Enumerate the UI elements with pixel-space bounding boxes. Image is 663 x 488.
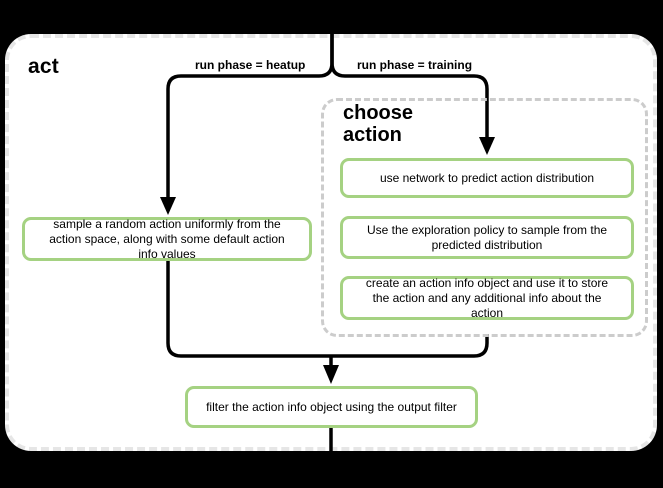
node-label: filter the action info object using the … [206,399,457,414]
node-create-action-info: create an action info object and use it … [340,276,634,320]
choose-action-group-title: choose action [343,102,414,146]
edge-label-heatup: run phase = heatup [195,58,306,72]
node-label: sample a random action uniformly from th… [49,216,285,261]
node-exploration-policy: Use the exploration policy to sample fro… [340,216,634,259]
node-label: create an action info object and use it … [365,275,609,320]
node-sample-random-action: sample a random action uniformly from th… [22,217,312,261]
edge-label-training: run phase = training [357,58,473,72]
node-filter-output: filter the action info object using the … [185,386,478,428]
choose-action-group [321,98,648,337]
node-use-network: use network to predict action distributi… [340,158,634,198]
node-label: use network to predict action distributi… [379,170,595,185]
node-label: Use the exploration policy to sample fro… [366,222,608,252]
page-title: act [28,55,59,78]
